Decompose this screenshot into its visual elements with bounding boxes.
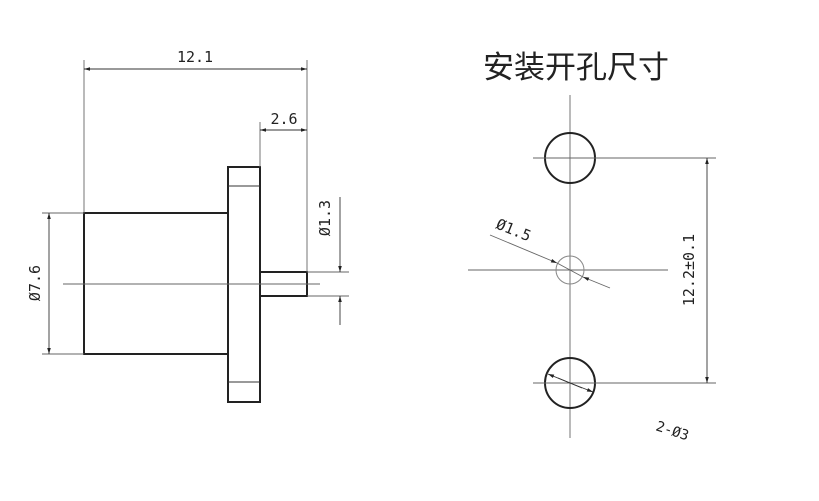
flange [227,166,261,403]
dimension-mount-hole: 2-Ø3 [547,373,691,445]
dimension-pin-diameter: Ø1.3 [307,197,349,325]
dimension-label: 2.6 [270,110,297,128]
dimension-label: 2-Ø3 [654,419,691,445]
dimension-hole-spacing: 12.2±0.1 [533,157,716,384]
mounting-view: 安装开孔尺寸 12.2±0.1 Ø1.5 2-Ø3 [468,50,716,444]
center-hole [555,255,585,285]
dimension-label: Ø7.6 [26,265,44,301]
connector-body [83,212,229,355]
dimension-label: 12.1 [177,48,213,66]
dimension-center-hole: Ø1.5 [489,215,611,289]
dimension-overall-length: 12.1 [83,48,308,272]
dimension-label: Ø1.5 [494,215,534,245]
mounting-title: 安装开孔尺寸 [483,50,669,86]
dimension-label: 12.2±0.1 [680,234,698,306]
side-view: 12.1 2.6 Ø7.6 Ø1.3 [26,48,349,403]
dimension-pin-length: 2.6 [259,110,307,167]
dimension-label: Ø1.3 [316,200,334,236]
dimension-body-diameter: Ø7.6 [26,212,84,355]
